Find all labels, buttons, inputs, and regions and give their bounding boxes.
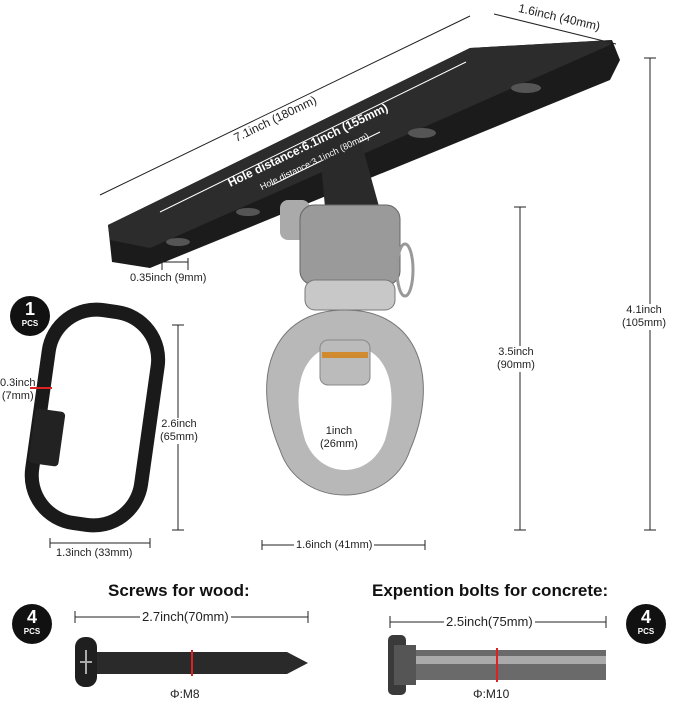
ring-inner-inch: 1inch [325,425,353,437]
total-height-mm: (105mm) [622,317,667,329]
ring-inner-label: 1inch (26mm) [320,425,358,451]
carabiner-height-mm: (65mm) [160,431,198,443]
swivel-height-label: 3.5inch (90mm) [497,346,535,372]
swivel-hook [266,133,424,496]
bolts-title: Expention bolts for concrete: [372,581,609,600]
ring-width-label: 1.6inch (41mm) [294,539,375,552]
screws-title: Screws for wood: [108,581,250,600]
carabiner-height-label: 2.6inch (65mm) [160,418,198,444]
screws-qty-unit: PCS [23,627,41,636]
wood-screw [75,637,308,687]
bolts-qty: 4 [640,607,651,627]
carabiner-thickness-mm: (7mm) [1,390,34,402]
carabiner-qty-badge: 1 PCS [10,296,50,336]
bolt-length-label: 2.5inch(75mm) [444,614,535,629]
total-height-label: 4.1inch (105mm) [622,304,667,330]
bolts-qty-unit: PCS [637,627,655,636]
screws-qty-badge: 4 PCS [12,604,52,644]
carabiner-quick-link [24,302,166,533]
carabiner-qty: 1 [24,299,35,319]
hole-diameter-label: 0.35inch (9mm) [130,272,207,284]
swivel-height-inch: 3.5inch [498,346,534,358]
swivel-height-mm: (90mm) [497,359,535,371]
bolts-qty-badge: 4 PCS [626,604,666,644]
screw-diameter-label: Φ:M8 [170,687,200,701]
carabiner-qty-unit: PCS [21,319,39,328]
carabiner-width-label: 1.3inch (33mm) [56,547,133,559]
ring-inner-mm: (26mm) [320,438,358,450]
carabiner-height-inch: 2.6inch [161,418,197,430]
carabiner-thickness-label: 0.3inch (7mm) [0,377,35,403]
total-height-inch: 4.1inch [626,304,662,316]
expansion-bolt [388,635,606,695]
bolt-diameter-label: Φ:M10 [473,687,510,701]
screws-qty: 4 [26,607,37,627]
carabiner-thickness-inch: 0.3inch [0,377,36,389]
screw-length-label: 2.7inch(70mm) [140,609,231,624]
